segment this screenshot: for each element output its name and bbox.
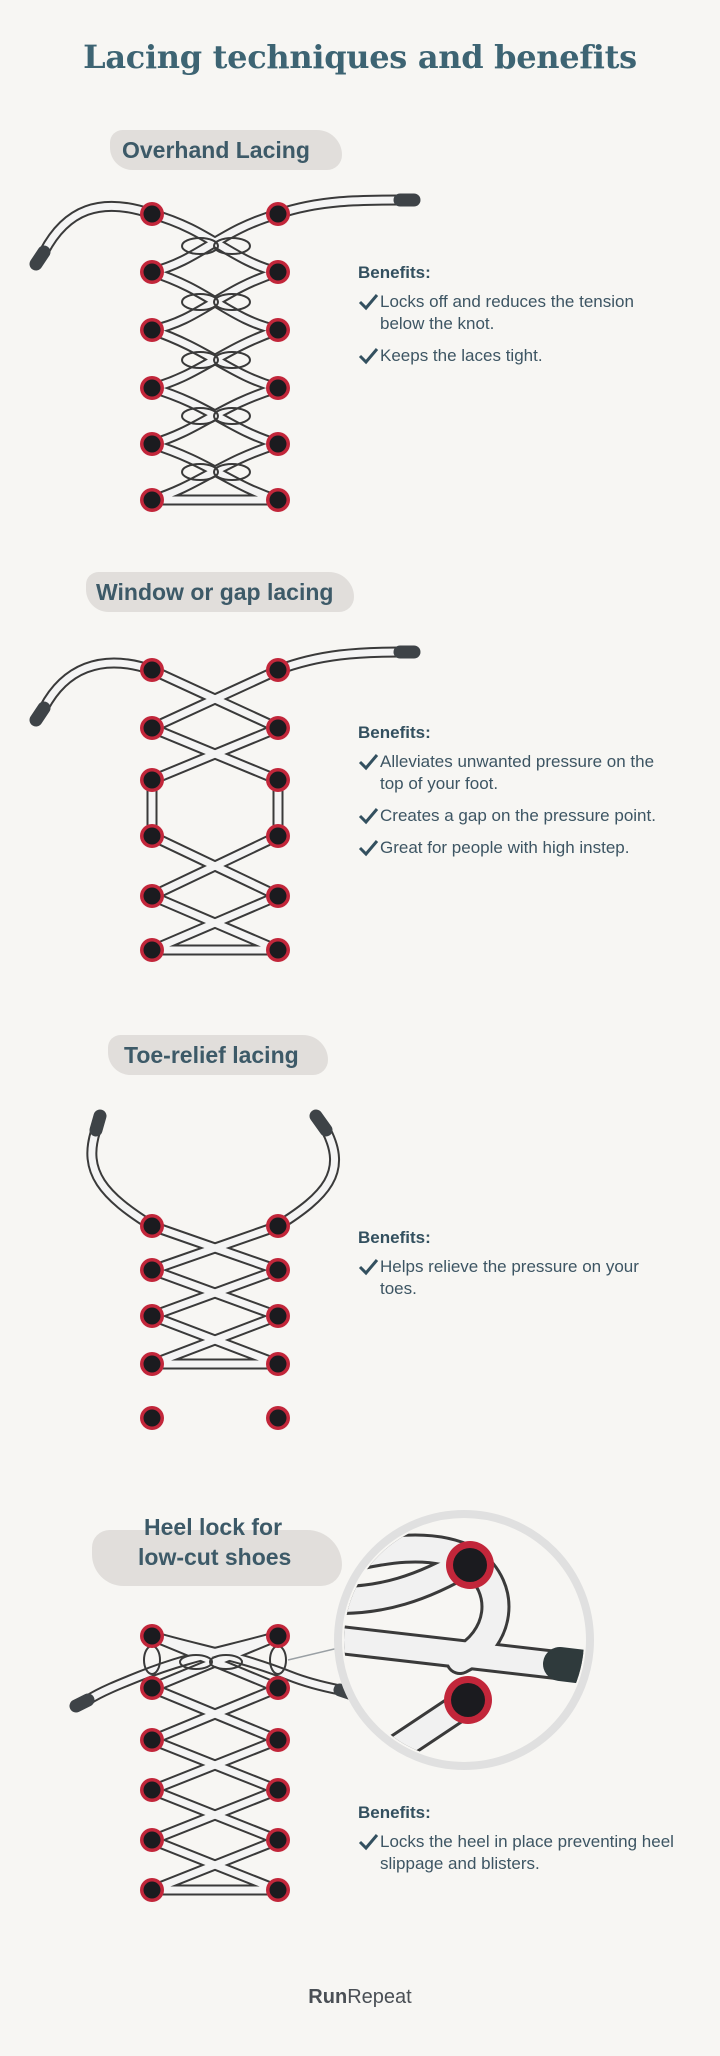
- benefits-list: Benefits: Helps relieve the pressure on …: [358, 1228, 678, 1310]
- benefits-list: Benefits: Locks the heel in place preven…: [358, 1803, 678, 1885]
- toe-relief-lacing-diagram: [86, 1109, 341, 1430]
- runrepeat-logo: RunRepeat: [0, 1986, 720, 2009]
- section-title: Window or gap lacing: [96, 579, 334, 605]
- benefits-heading: Benefits:: [358, 1228, 431, 1247]
- title-brush: [108, 1035, 328, 1075]
- benefits-list: Benefits: Alleviates unwanted pressure o…: [358, 723, 678, 869]
- benefit-item: Alleviates unwanted pressure on the top …: [358, 751, 678, 795]
- heel-lock-diagram: [69, 1510, 594, 1902]
- section-title: Overhand Lacing: [122, 137, 310, 163]
- benefits-list: Benefits: Locks off and reduces the tens…: [358, 263, 678, 377]
- benefits-heading: Benefits:: [358, 723, 431, 742]
- check-icon: [358, 840, 379, 857]
- logo-bold-part: Run: [308, 1986, 348, 2008]
- benefit-text: Helps relieve the pressure on your toes.: [380, 1257, 639, 1298]
- benefit-text: Locks the heel in place preventing heel …: [380, 1832, 674, 1873]
- logo-light-part: Repeat: [347, 1986, 412, 2008]
- section-title-line2: low-cut shoes: [138, 1544, 292, 1570]
- title-brush: [86, 572, 354, 612]
- check-icon: [358, 1834, 379, 1851]
- benefit-text: Keeps the laces tight.: [380, 346, 543, 365]
- window-lacing-diagram: [29, 645, 421, 962]
- benefit-item: Great for people with high instep.: [358, 837, 678, 859]
- benefit-item: Creates a gap on the pressure point.: [358, 805, 678, 827]
- check-icon: [358, 294, 379, 311]
- benefit-item: Locks off and reduces the tension below …: [358, 291, 678, 335]
- benefit-text: Alleviates unwanted pressure on the top …: [380, 752, 655, 793]
- benefit-item: Keeps the laces tight.: [358, 345, 678, 367]
- check-icon: [358, 754, 379, 771]
- section-title: Toe-relief lacing: [124, 1042, 299, 1068]
- check-icon: [358, 348, 379, 365]
- benefits-heading: Benefits:: [358, 1803, 431, 1822]
- check-icon: [358, 808, 379, 825]
- benefit-item: Locks the heel in place preventing heel …: [358, 1831, 678, 1875]
- title-brush: [110, 130, 342, 170]
- title-brush: [92, 1530, 342, 1586]
- benefit-text: Creates a gap on the pressure point.: [380, 806, 656, 825]
- overhand-lacing-diagram: [29, 193, 421, 512]
- benefits-heading: Benefits:: [358, 263, 431, 282]
- benefit-text: Great for people with high instep.: [380, 838, 630, 857]
- check-icon: [358, 1259, 379, 1276]
- section-title-line1: Heel lock for: [144, 1514, 283, 1540]
- page-title: Lacing techniques and benefits: [83, 38, 637, 76]
- magnified-inset: [334, 1510, 594, 1770]
- benefit-text: Locks off and reduces the tension below …: [380, 292, 634, 333]
- benefit-item: Helps relieve the pressure on your toes.: [358, 1256, 678, 1300]
